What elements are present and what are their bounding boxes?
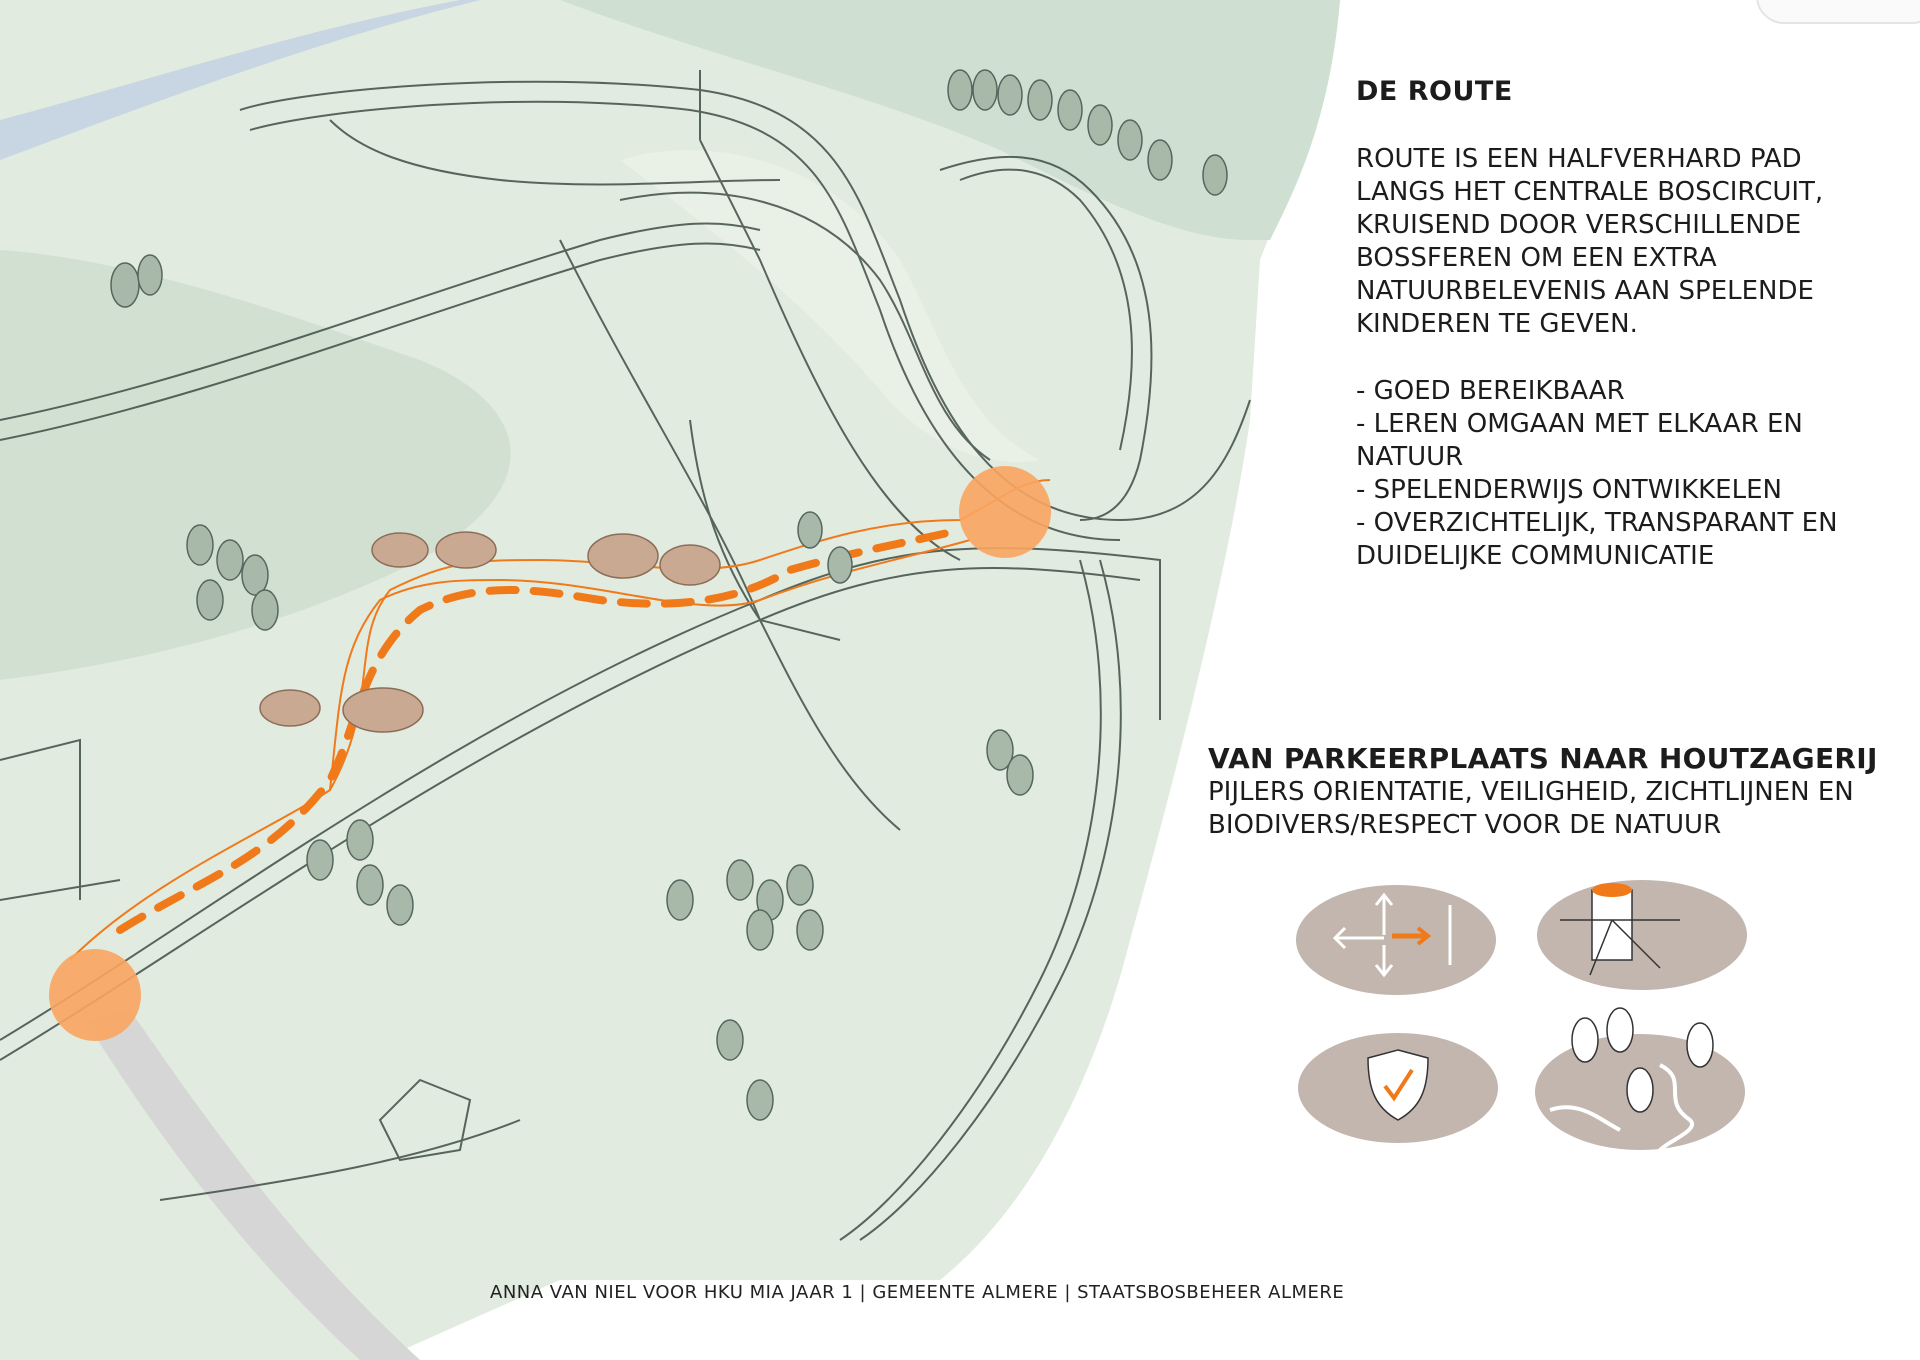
orientation-arrows-icon bbox=[1296, 885, 1496, 995]
route-description: ROUTE IS EEN HALFVERHARD PAD LANGS HET C… bbox=[1356, 144, 1824, 339]
page-corner-tab bbox=[1756, 0, 1920, 24]
section-title: VAN PARKEERPLAATS NAAR HOUTZAGERIJ bbox=[1208, 742, 1878, 775]
route-bullets: - GOED BEREIKBAAR - LEREN OMGAAN MET ELK… bbox=[1356, 375, 1876, 573]
section-subtitle: PIJLERS ORIENTATIE, VEILIGHEID, ZICHTLIJ… bbox=[1208, 777, 1854, 840]
forest-band bbox=[0, 250, 511, 680]
route-dashed bbox=[116, 526, 964, 934]
bullet-item: - SPELENDERWIJS ONTWIKKELEN bbox=[1356, 475, 1782, 505]
park-paths bbox=[0, 70, 1251, 1241]
bullet-item: - OVERZICHTELIJK, TRANSPARANT EN DUIDELI… bbox=[1356, 508, 1838, 571]
tree-clusters bbox=[110, 69, 1228, 1121]
route-title: DE ROUTE bbox=[1356, 76, 1513, 107]
sawmill-marker bbox=[959, 466, 1051, 558]
bullet-item: - GOED BEREIKBAAR bbox=[1356, 376, 1625, 406]
forest-area bbox=[560, 0, 1340, 240]
play-spheres bbox=[259, 531, 721, 733]
safety-shield-icon bbox=[1298, 1033, 1498, 1143]
bullet-item: - LEREN OMGAAN MET ELKAAR EN NATUUR bbox=[1356, 409, 1803, 472]
biodiversity-trees-icon bbox=[1535, 1007, 1745, 1152]
sightline-pillar-icon bbox=[1537, 880, 1747, 990]
footer-credits: ANNA VAN NIEL VOOR HKU MIA JAAR 1 | GEME… bbox=[490, 1282, 1345, 1303]
parking-marker bbox=[49, 949, 141, 1041]
